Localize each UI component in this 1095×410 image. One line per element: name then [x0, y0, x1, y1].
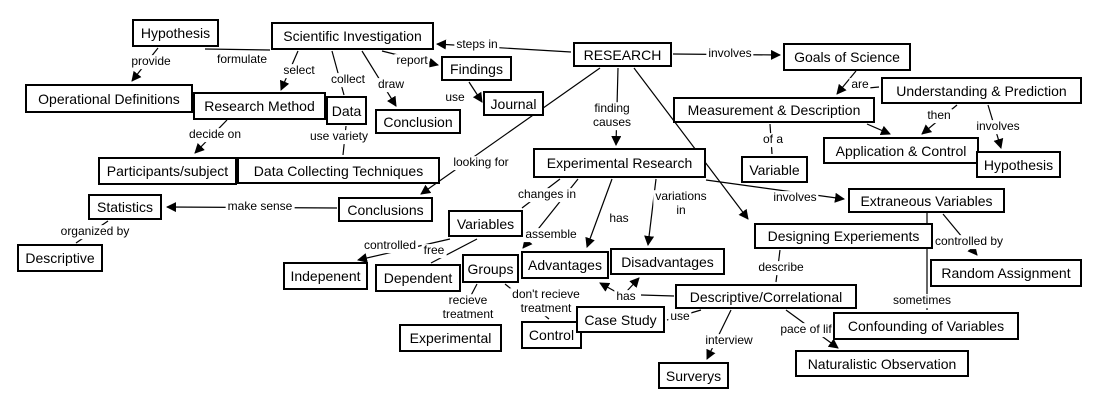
- edge-label-assemble: assemble: [523, 227, 579, 242]
- node-findings: Findings: [441, 56, 512, 81]
- edge-label-dont-recieve-treatment: don't recieve treatment: [510, 287, 582, 316]
- node-conclusions: Conclusions: [338, 197, 433, 222]
- edge-label-decide-on: decide on: [186, 127, 244, 142]
- node-variable: Variable: [741, 156, 808, 183]
- node-data-collecting-techniques: Data Collecting Techniques: [237, 157, 440, 184]
- edge-er-involves-ev: [705, 179, 845, 203]
- edge-label-steps-in: steps in: [454, 37, 500, 52]
- node-groups: Groups: [462, 254, 519, 283]
- node-experimental: Experimental: [399, 324, 502, 352]
- edge-label-has-correlational: has: [614, 289, 638, 304]
- node-naturalistic-observation: Naturalistic Observation: [795, 350, 969, 377]
- edge-findings-use-journal: [468, 81, 483, 103]
- node-descriptive: Descriptive: [17, 244, 103, 272]
- edge-label-organized-by: organized by: [58, 224, 132, 239]
- node-statistics: Statistics: [88, 194, 162, 220]
- node-research-method: Research Method: [193, 92, 326, 120]
- node-journal: Journal: [483, 91, 544, 116]
- node-indepenent: Indepenent: [283, 262, 368, 290]
- edge-label-make-sense: make sense: [225, 199, 295, 214]
- edge-label-interview: interview: [703, 333, 755, 348]
- edge-label-variations-in: variations in: [653, 189, 709, 218]
- node-research: RESEARCH: [573, 42, 672, 67]
- node-understanding-prediction: Understanding & Prediction: [881, 77, 1082, 104]
- edge-label-pace-of-lif: pace of lif: [778, 322, 834, 337]
- edge-label-use-journal: use: [443, 90, 467, 105]
- edge-dc-has-stem: [640, 294, 675, 297]
- edge-research-designing: [633, 67, 749, 220]
- edge-label-controlled-by: controlled by: [932, 234, 1006, 249]
- edge-goals-are-md: [836, 70, 857, 95]
- edge-si-formulate-hypothesis: [204, 48, 271, 51]
- edge-research-lookingfor-conclusions: [420, 67, 601, 195]
- edge-variables-free-dependent: [430, 238, 478, 264]
- node-hypothesis-right: Hypothesis: [976, 151, 1061, 178]
- node-confounding-of-variables: Confounding of Variables: [833, 312, 1019, 340]
- edge-dc-has-disadvantages: [626, 277, 640, 292]
- node-data: Data: [326, 96, 367, 125]
- node-application-control: Application & Control: [823, 137, 979, 164]
- edge-label-sometimes: sometimes: [890, 293, 954, 308]
- edge-label-involves-goals: involves: [706, 46, 754, 61]
- node-designing-experiements: Designing Experiements: [754, 223, 933, 249]
- edge-label-use-case-study: use: [668, 309, 692, 324]
- edge-label-looking-for: looking for: [451, 155, 511, 170]
- node-advantages: Advantages: [521, 251, 609, 279]
- node-control: Control: [521, 321, 582, 349]
- edge-label-formulate: formulate: [214, 52, 270, 67]
- edge-er-variationsin-disadvantages: [644, 178, 657, 246]
- edge-label-then: then: [925, 108, 953, 123]
- edge-label-provide: provide: [129, 54, 173, 69]
- node-goals-of-science: Goals of Science: [783, 43, 911, 71]
- edge-label-report: report: [394, 53, 430, 68]
- edge-label-involves-hypothesis: involves: [974, 119, 1022, 134]
- edge-label-recieve-treatment: recieve treatment: [440, 293, 496, 322]
- node-surverys: Surverys: [658, 362, 729, 389]
- edge-label-are: are: [849, 77, 871, 92]
- edge-er-has-advantages: [585, 178, 613, 248]
- node-hypothesis-top: Hypothesis: [132, 19, 219, 47]
- node-disadvantages: Disadvantages: [610, 248, 725, 275]
- edge-label-involves-extraneous: involves: [771, 190, 819, 205]
- edge-si-collect-data: [331, 50, 345, 96]
- node-random-assignment: Random Assignment: [930, 259, 1082, 287]
- edge-label-controlled: controlled: [361, 238, 419, 253]
- edge-label-describe: describe: [756, 260, 806, 275]
- node-dependent: Dependent: [375, 264, 461, 292]
- node-extraneous-variables: Extraneous Variables: [848, 188, 1005, 213]
- node-participants-subject: Participants/subject: [98, 157, 237, 185]
- edge-label-of-a: of a: [760, 132, 786, 147]
- edge-label-changes-in: changes in: [515, 187, 579, 202]
- node-case-study: Case Study: [576, 306, 665, 333]
- edge-label-has-experimental: has: [607, 211, 631, 226]
- node-operational-definitions: Operational Definitions: [25, 84, 193, 113]
- node-experimental-research: Experimental Research: [533, 148, 706, 178]
- edge-md-application: [866, 123, 891, 135]
- node-descriptive-correlational: Descriptive/Correlational: [675, 284, 857, 309]
- node-measurement-description: Measurement & Description: [673, 97, 875, 123]
- edge-label-use-variety: use variety: [307, 129, 371, 144]
- edge-label-free: free: [421, 243, 447, 258]
- edge-label-draw: draw: [375, 77, 407, 92]
- node-scientific-investigation: Scientific Investigation: [271, 22, 434, 50]
- node-conclusion: Conclusion: [375, 109, 461, 134]
- edge-label-collect: collect: [328, 72, 368, 87]
- node-variables: Variables: [448, 210, 523, 237]
- edge-label-finding-causes: finding causes: [590, 101, 634, 130]
- edge-label-select: select: [281, 63, 317, 78]
